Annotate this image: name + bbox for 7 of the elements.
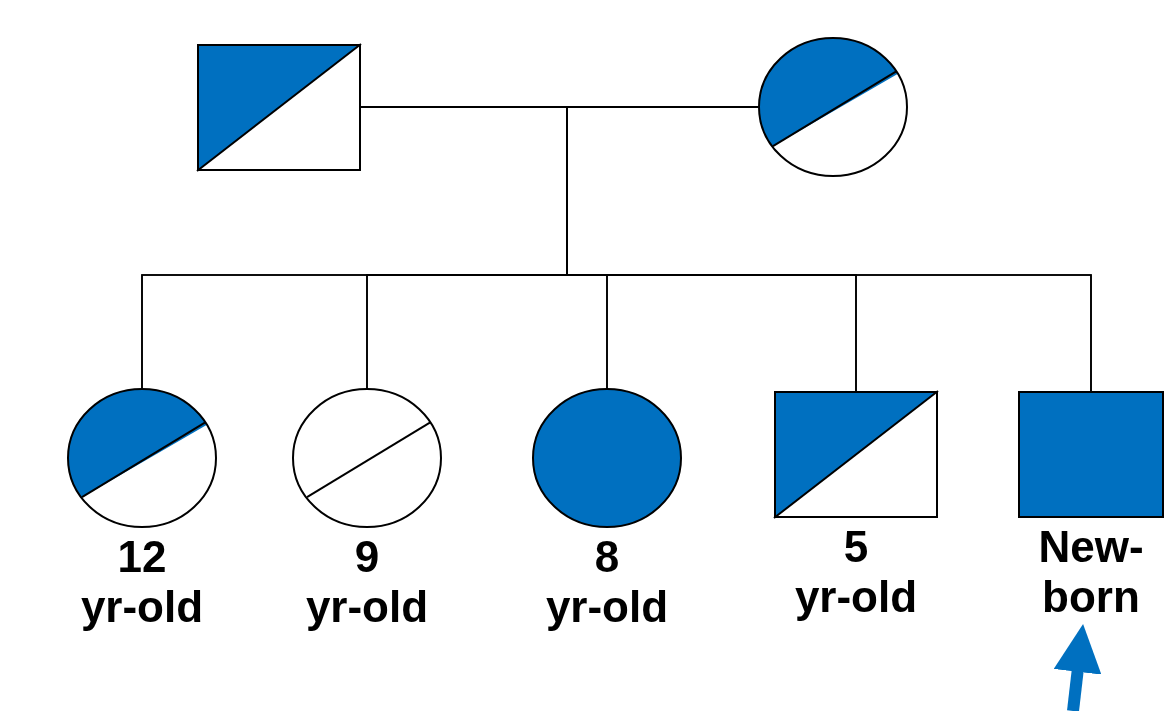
age-label: 8 yr-old <box>544 532 670 632</box>
age-label: 5 yr-old <box>793 522 919 622</box>
pointer-arrow <box>1053 624 1102 711</box>
age-label: New-born <box>1037 522 1145 622</box>
age-label: 9 yr-old <box>304 532 430 632</box>
age-label: 12 yr-old <box>79 532 205 632</box>
pedigree-line <box>566 106 1092 392</box>
